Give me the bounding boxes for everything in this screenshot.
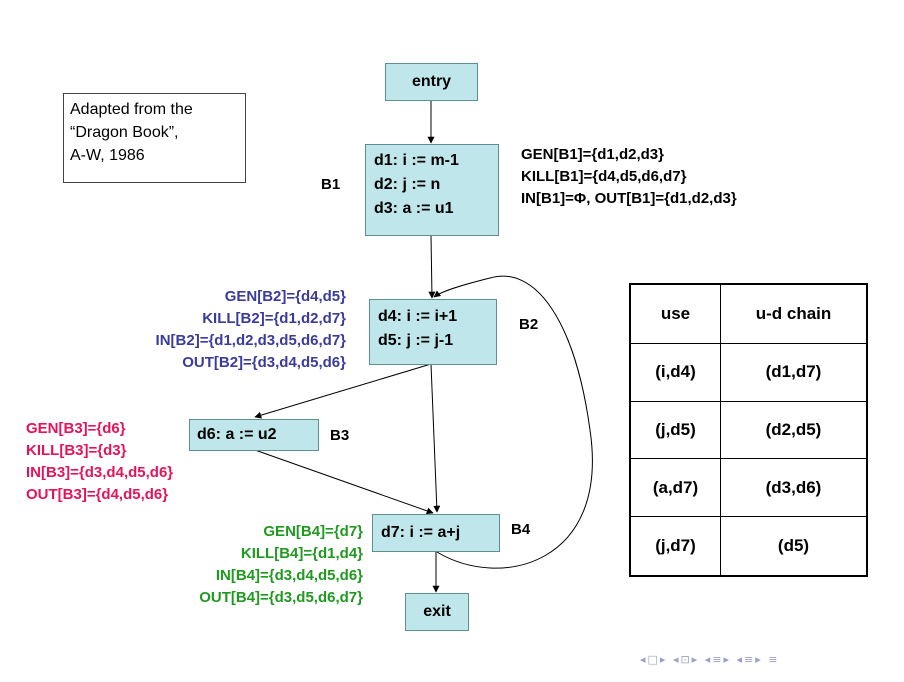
b1-in-out: IN[B1]=Φ, OUT[B1]={d1,d2,d3}: [521, 190, 737, 207]
exit-node-label: exit: [423, 603, 451, 620]
edge-b2-b3: [254, 363, 432, 419]
b1-stmt-d3: d3: a := u1: [374, 200, 454, 217]
ud-chain-cell: (d5): [720, 516, 868, 577]
use-cell: (a,d7): [629, 458, 721, 518]
b2-gen: GEN[B2]={d4,d5}: [224, 288, 346, 305]
table-row: (j,d5) (d2,d5): [629, 400, 868, 460]
b1-stmt-d2: d2: j := n: [374, 176, 441, 193]
source-note: Adapted from the “Dragon Book”, A-W, 198…: [63, 93, 246, 183]
b3-dataflow-sets: GEN[B3]={d6} KILL[B3]={d3} IN[B3]={d3,d4…: [26, 418, 173, 506]
block-label-b3: B3: [330, 427, 350, 444]
entry-node-label: entry: [411, 73, 452, 90]
b3-stmt-d6: d6: a := u2: [197, 426, 277, 443]
use-cell: (i,d4): [629, 342, 721, 402]
ud-chain-cell: (d1,d7): [720, 342, 868, 402]
b2-in: IN[B2]={d1,d2,d3,d5,d6,d7}: [155, 332, 346, 349]
b4-kill: KILL[B4]={d1,d4}: [240, 545, 363, 562]
source-note-line: “Dragon Book”,: [70, 124, 179, 141]
b2-stmt-d5: d5: j := j-1: [378, 332, 454, 349]
ud-chain-cell: (d2,d5): [720, 400, 868, 460]
block-b2: d4: i := i+1 d5: j := j-1: [369, 299, 497, 365]
nav-prev-icon[interactable]: ◂⊡▸: [672, 653, 700, 666]
b1-dataflow-sets: GEN[B1]={d1,d2,d3} KILL[B1]={d4,d5,d6,d7…: [521, 144, 737, 210]
block-label-b2: B2: [519, 316, 539, 333]
b1-kill: KILL[B1]={d4,d5,d6,d7}: [521, 168, 687, 185]
exit-node: exit: [405, 593, 469, 631]
b2-out: OUT[B2]={d3,d4,d5,d6}: [182, 354, 346, 371]
nav-section-icon[interactable]: ◂≡▸: [704, 653, 731, 666]
b3-gen: GEN[B3]={d6}: [26, 420, 126, 437]
nav-first-icon[interactable]: ◂□▸: [640, 653, 668, 666]
entry-node: entry: [385, 63, 478, 101]
source-note-line: Adapted from the: [70, 101, 193, 118]
edge-b3-b4: [254, 449, 434, 515]
block-b3: d6: a := u2: [189, 419, 319, 451]
b2-stmt-d4: d4: i := i+1: [378, 308, 458, 325]
b3-out: OUT[B3]={d4,d5,d6}: [26, 486, 169, 503]
b1-stmt-d1: d1: i := m-1: [374, 152, 459, 169]
block-b4: d7: i := a+j: [372, 514, 500, 552]
b4-dataflow-sets: GEN[B4]={d7} KILL[B4]={d1,d4} IN[B4]={d3…: [199, 521, 363, 609]
block-b1: d1: i := m-1 d2: j := n d3: a := u1: [365, 144, 499, 236]
b2-kill: KILL[B2]={d1,d2,d7}: [202, 310, 346, 327]
edge-b2-b4: [430, 363, 441, 513]
use-cell: (j,d7): [629, 516, 721, 577]
b4-gen: GEN[B4]={d7}: [263, 523, 363, 540]
b4-out: OUT[B4]={d3,d5,d6,d7}: [199, 589, 363, 606]
table-header-row: use u-d chain: [629, 283, 868, 344]
block-label-b1: B1: [321, 176, 341, 193]
ud-chain-table: use u-d chain (i,d4) (d1,d7) (j,d5) (d2,…: [629, 283, 868, 577]
column-header-ud-chain: u-d chain: [720, 283, 868, 344]
block-label-b4: B4: [511, 521, 531, 538]
table-row: (i,d4) (d1,d7): [629, 342, 868, 402]
column-header-use: use: [629, 283, 721, 344]
b3-kill: KILL[B3]={d3}: [26, 442, 127, 459]
b3-in: IN[B3]={d3,d4,d5,d6}: [26, 464, 174, 481]
b1-gen: GEN[B1]={d1,d2,d3}: [521, 146, 664, 163]
use-cell: (j,d5): [629, 400, 721, 460]
nav-menu-icon[interactable]: ≡: [768, 653, 780, 666]
source-note-line: A-W, 1986: [70, 147, 145, 164]
table-row: (a,d7) (d3,d6): [629, 458, 868, 518]
nav-subsection-icon[interactable]: ◂≡▸: [736, 653, 763, 666]
b4-in: IN[B4]={d3,d4,d5,d6}: [215, 567, 363, 584]
edge-b1-b2: [428, 235, 436, 299]
b4-stmt-d7: d7: i := a+j: [381, 524, 461, 541]
beamer-navigation: ◂□▸ ◂⊡▸ ◂≡▸ ◂≡▸ ≡: [640, 653, 779, 666]
b2-dataflow-sets: GEN[B2]={d4,d5} KILL[B2]={d1,d2,d7} IN[B…: [156, 286, 346, 374]
table-row: (j,d7) (d5): [629, 516, 868, 577]
edge-b4-b2-loop: [433, 275, 593, 569]
ud-chain-cell: (d3,d6): [720, 458, 868, 518]
